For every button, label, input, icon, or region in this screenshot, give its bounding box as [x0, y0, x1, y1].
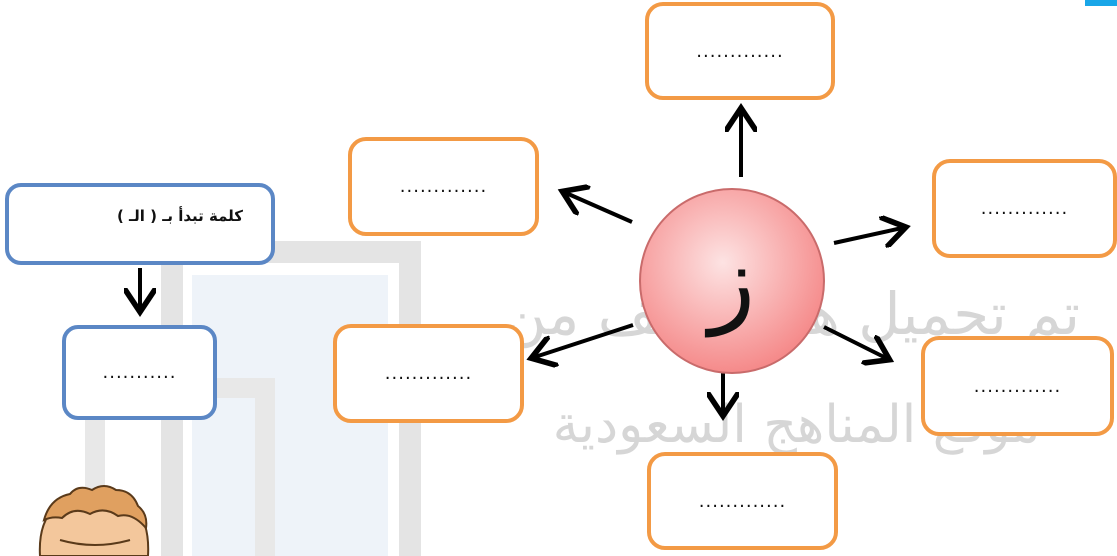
prompt-box: كلمة تبدأ بـ ( الـ ): [5, 183, 275, 265]
arrow-to-upper-left: [566, 193, 633, 224]
answer-box-upper-left[interactable]: .............: [348, 137, 539, 236]
answer-placeholder: .............: [698, 490, 787, 512]
answer-box-top[interactable]: .............: [645, 2, 835, 100]
answer-box-upper-right[interactable]: .............: [932, 159, 1117, 258]
answer-placeholder: .............: [973, 375, 1062, 397]
answer-box-lower-right[interactable]: .............: [921, 336, 1114, 436]
corner-accent: [1085, 0, 1117, 6]
answer-placeholder: .............: [980, 198, 1069, 219]
answer-placeholder: .............: [696, 40, 784, 62]
prompt-label: كلمة تبدأ بـ ( الـ ): [116, 207, 243, 225]
answer-placeholder: .............: [384, 363, 473, 384]
answer-placeholder: ...........: [102, 362, 177, 383]
arrow-to-lower-left: [535, 323, 634, 357]
arrow-to-upper-right: [833, 228, 902, 243]
answer-box-bottom[interactable]: .............: [647, 452, 838, 550]
answer-box-al[interactable]: ...........: [62, 325, 217, 420]
arrow-to-lower-right: [823, 325, 886, 358]
center-letter: ز: [708, 225, 756, 337]
answer-placeholder: .............: [399, 176, 488, 197]
answer-box-lower-left[interactable]: .............: [333, 324, 524, 423]
